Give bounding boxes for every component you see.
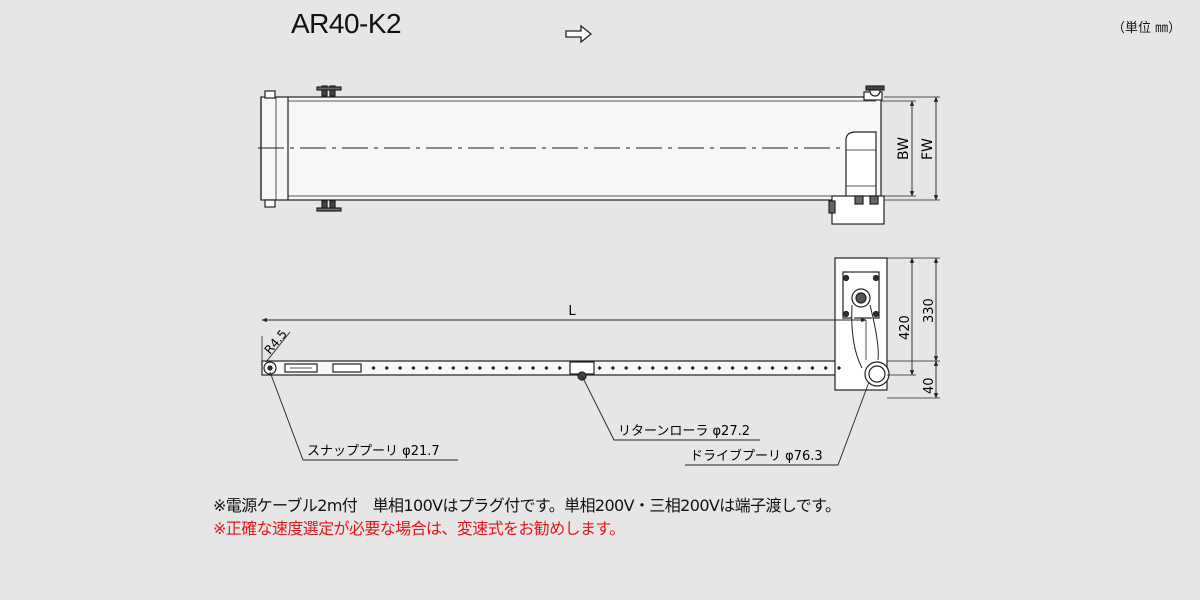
top-view	[258, 85, 940, 225]
belt-cleat	[690, 365, 695, 371]
drive-block	[834, 257, 890, 391]
belt-cleat	[371, 365, 376, 371]
belt-cleat	[424, 365, 429, 371]
belt-cleat	[650, 365, 655, 371]
belt-cleat	[717, 365, 722, 371]
belt-cleat	[464, 365, 469, 371]
belt-cleat	[504, 365, 509, 371]
belt-cleat	[624, 365, 629, 371]
note-power-cable: ※電源ケーブル2m付 単相100Vはプラグ付です。単相200V・三相200Vは端…	[213, 496, 841, 515]
belt-cleat	[491, 365, 496, 371]
belt-cleat	[743, 365, 749, 371]
belt-cleat	[663, 365, 669, 371]
return-roller	[569, 361, 595, 381]
note-speed-selection: ※正確な速度選定が必要な場合は、変速式をお勧めします。	[213, 519, 625, 538]
dim-bw: BW	[896, 137, 912, 160]
dim-l: L	[568, 304, 576, 319]
callout-drive-pulley: ドライブプーリ φ76.3	[690, 448, 823, 464]
belt-cleat	[810, 365, 815, 371]
belt-cleat	[557, 365, 562, 371]
belt-cleat	[783, 365, 788, 371]
belt-cleat	[730, 365, 735, 371]
leader-drive-pulley	[685, 381, 870, 466]
unit-label: （単位 ㎜）	[1112, 21, 1182, 36]
dim-radius: R4.5	[262, 327, 290, 357]
dim-330: 330	[922, 298, 937, 323]
bolt-icon	[264, 90, 276, 208]
belt-cleat	[530, 365, 536, 371]
motor	[828, 131, 885, 225]
clamp-bracket-top	[316, 85, 342, 97]
belt-cleat	[823, 365, 828, 371]
dim-420: 420	[898, 315, 913, 340]
belt-cleat	[477, 365, 483, 371]
belt-cleat	[703, 365, 709, 371]
model-title: AR40-K2	[291, 8, 402, 39]
dim-40: 40	[922, 377, 937, 394]
belt-cleat	[836, 365, 842, 371]
belt-cleat	[397, 365, 403, 371]
callout-return-roller: リターンローラ φ27.2	[618, 424, 750, 439]
belt-cleat	[451, 365, 456, 371]
dim-fw: FW	[920, 138, 936, 160]
belt-cleat	[637, 365, 642, 371]
belt-cleat	[384, 365, 389, 371]
belt-cleat	[517, 365, 522, 371]
right-arrow-outline-icon	[565, 24, 593, 44]
leader-return-roller	[581, 375, 760, 441]
belt-cleat	[597, 365, 602, 371]
clamp-bracket-bottom	[316, 200, 342, 212]
belt-cleat	[544, 365, 549, 371]
belt-cleat	[677, 365, 682, 371]
side-view	[261, 257, 940, 466]
belt-cleat	[437, 365, 443, 371]
bolt-icon	[865, 85, 885, 97]
belt-cleat	[770, 365, 775, 371]
belt-cleat	[757, 365, 762, 371]
belt-cleats	[371, 365, 842, 371]
belt-cleat	[610, 365, 616, 371]
belt-cleat	[411, 365, 416, 371]
leader-snap-pulley	[269, 371, 458, 461]
callout-snap-pulley: スナッププーリ φ21.7	[307, 444, 440, 459]
belt-cleat	[796, 365, 802, 371]
